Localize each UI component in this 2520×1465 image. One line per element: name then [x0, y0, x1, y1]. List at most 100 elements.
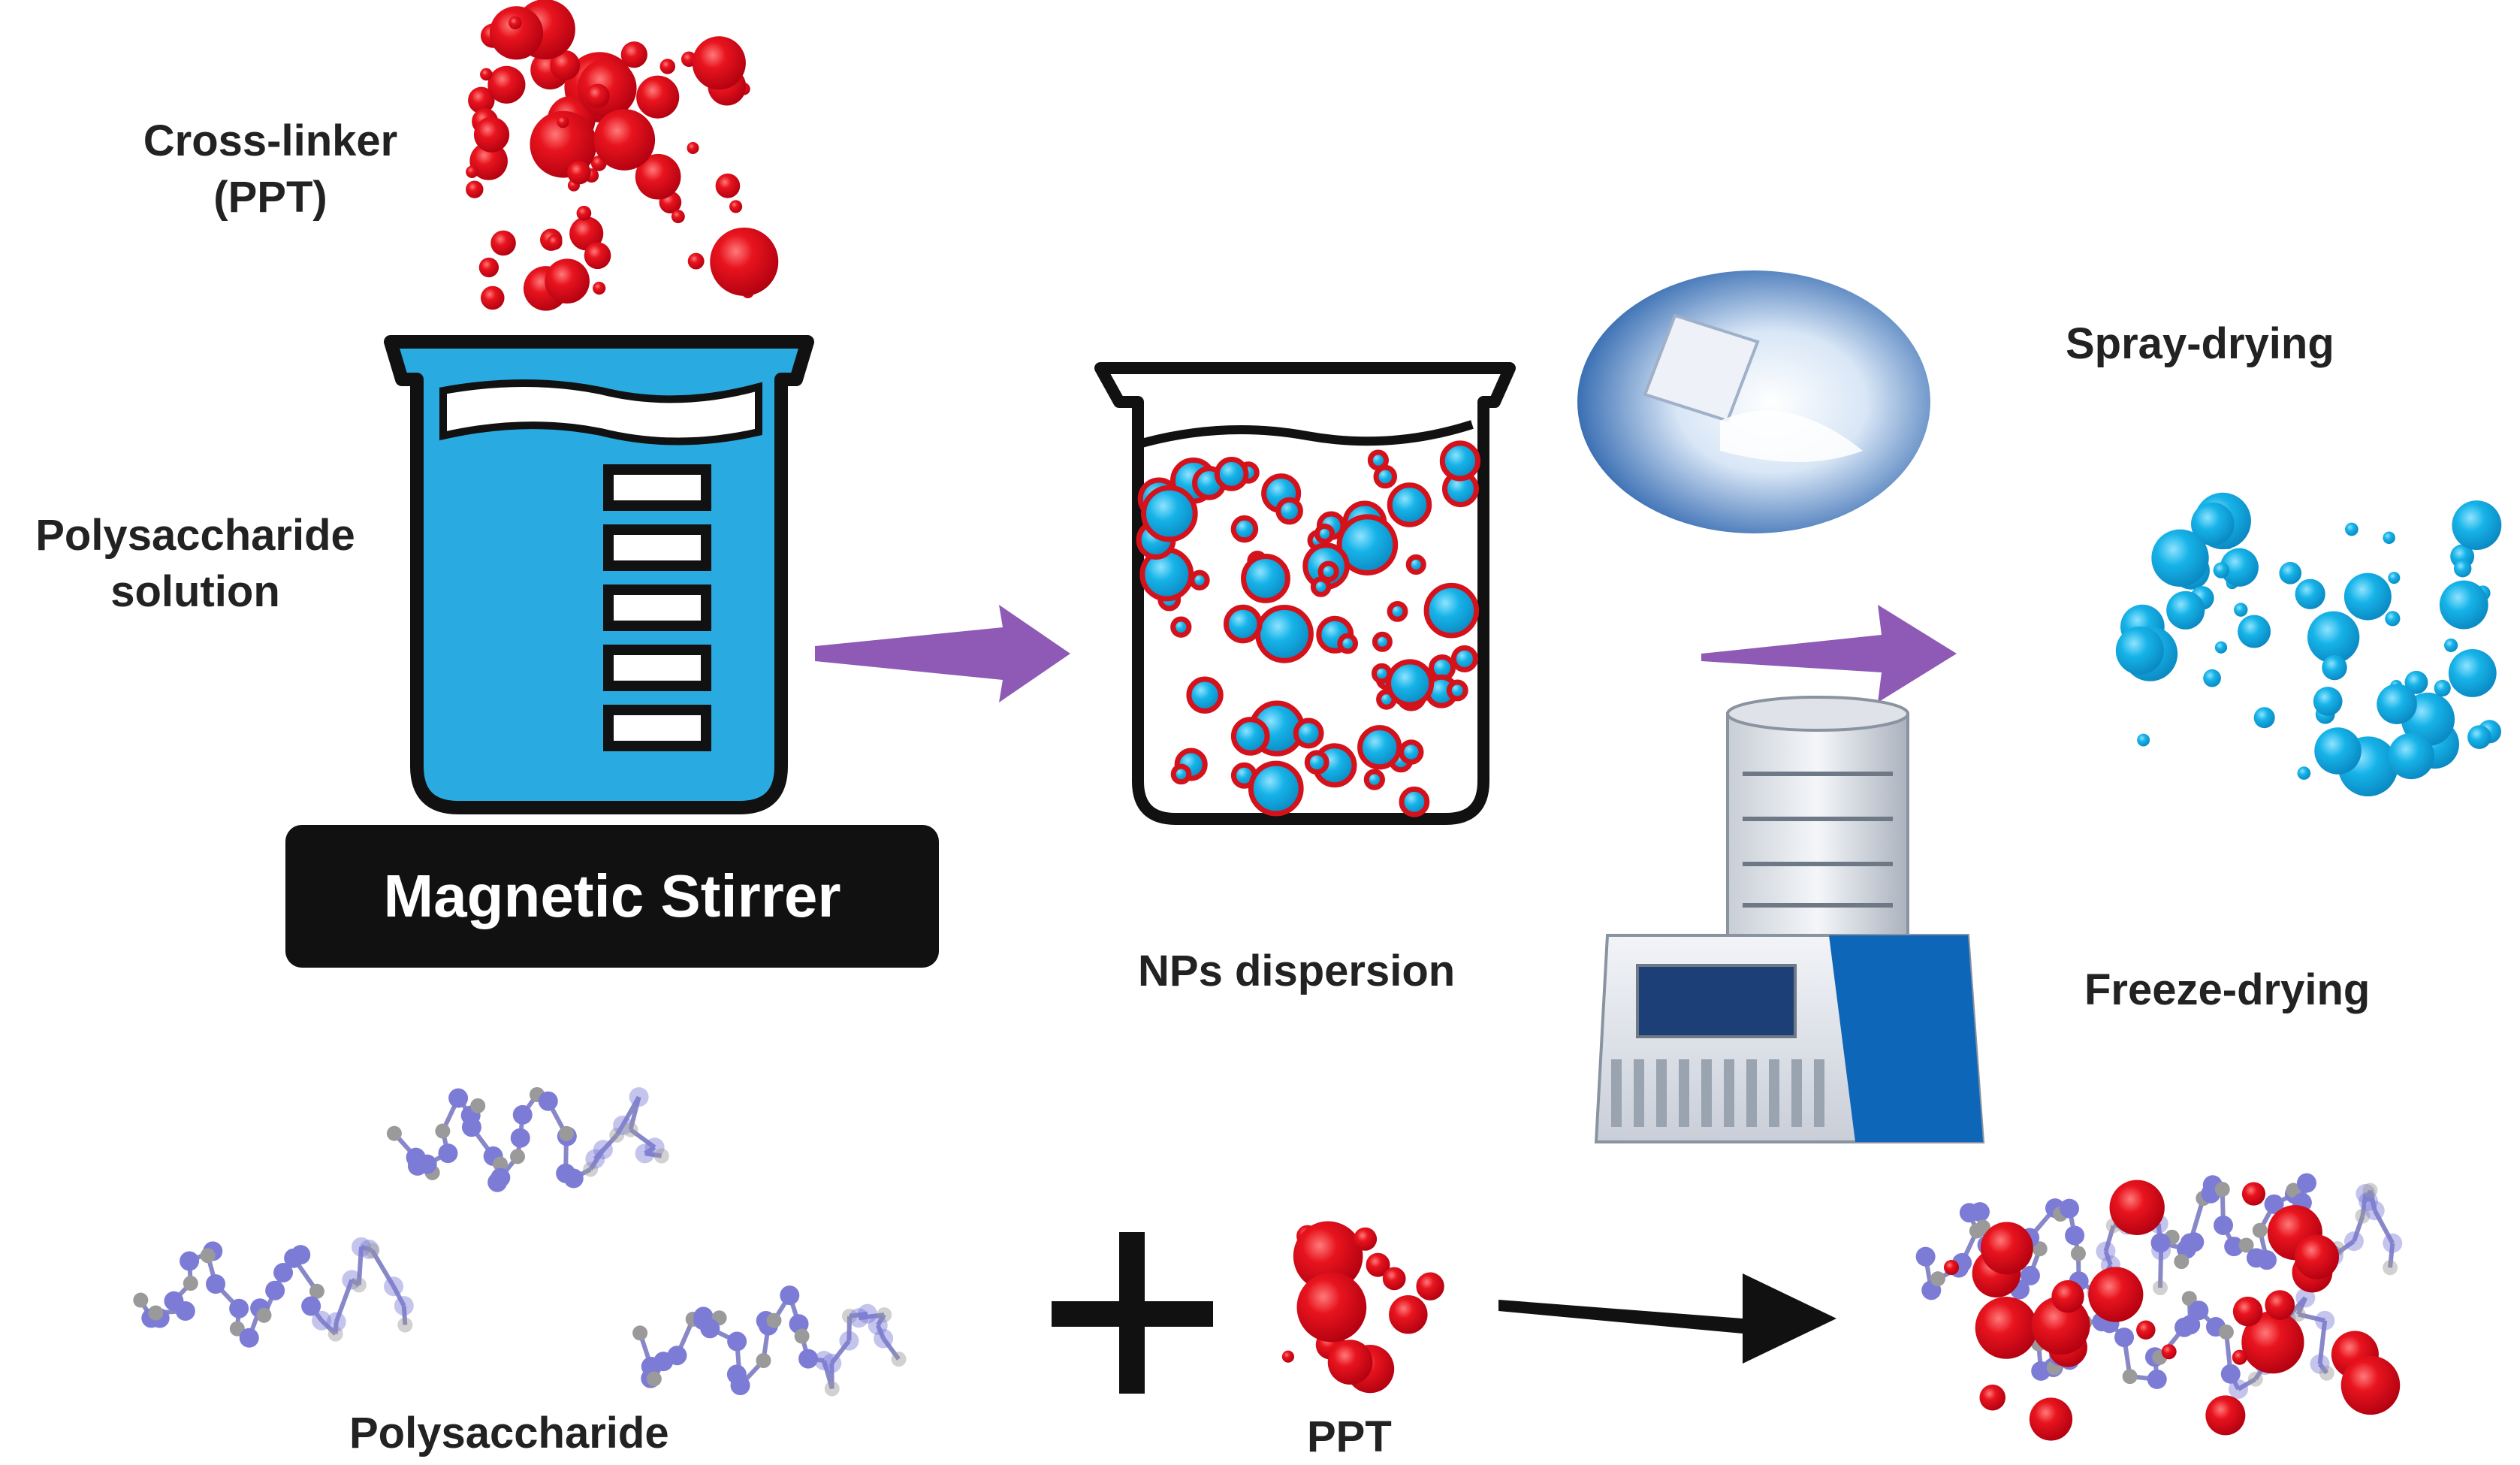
- red-particle: [481, 286, 505, 310]
- nanoparticle: [1173, 619, 1189, 635]
- nanoparticle: [1296, 720, 1321, 746]
- dried-particle: [2203, 669, 2221, 687]
- nanoparticle: [1390, 485, 1429, 524]
- molecule-atom: [2060, 1199, 2079, 1219]
- molecule-atom: [822, 1354, 841, 1373]
- plus-sign: [1052, 1232, 1213, 1394]
- nanoparticle: [1278, 500, 1301, 522]
- red-particle: [547, 234, 562, 249]
- network-particle: [2265, 1290, 2295, 1320]
- red-particle: [557, 116, 569, 128]
- molecule-atom: [2215, 1182, 2230, 1197]
- dried-particle: [2383, 532, 2395, 545]
- nanoparticle: [1375, 634, 1390, 649]
- network-particle: [2110, 1180, 2165, 1235]
- molecule-atom: [2114, 1328, 2134, 1347]
- molecule-atom: [2344, 1231, 2364, 1251]
- red-particle: [693, 36, 746, 89]
- molecule-atom: [780, 1285, 799, 1305]
- dried-particle: [2314, 727, 2362, 775]
- molecule-atom: [327, 1312, 346, 1332]
- molecule-atom: [2319, 1366, 2334, 1381]
- dried-particle: [2151, 530, 2208, 587]
- network-particle: [2242, 1182, 2265, 1205]
- dried-particle: [2166, 591, 2205, 630]
- molecule-atom: [839, 1331, 859, 1351]
- molecule-atom: [418, 1155, 437, 1174]
- arrow-purple-1: [815, 605, 1070, 702]
- crosslinker-label-line2: (PPT): [113, 169, 428, 225]
- red-particle: [545, 258, 590, 304]
- polysaccharide-solution-line2: solution: [8, 563, 383, 620]
- red-particle: [578, 59, 637, 118]
- molecule-atom: [2363, 1183, 2378, 1198]
- molecule-atom: [2096, 1241, 2116, 1261]
- molecule-atom: [513, 1105, 533, 1125]
- red-particle: [474, 117, 509, 153]
- beaker-polysaccharide-solution: [391, 342, 807, 808]
- molecule-atom: [2065, 1225, 2084, 1245]
- molecule-atom: [201, 1248, 216, 1263]
- nanoparticle: [1307, 753, 1326, 772]
- molecule-atom: [585, 1149, 605, 1169]
- network-particle: [1975, 1297, 2038, 1359]
- nanoparticle: [1360, 728, 1399, 767]
- molecule-atom: [623, 1122, 638, 1137]
- molecule-atom: [352, 1277, 367, 1292]
- red-particle: [479, 258, 499, 277]
- nanoparticle: [1173, 766, 1189, 782]
- red-particle: [466, 165, 478, 178]
- molecule-atom: [825, 1381, 840, 1396]
- nanoparticle: [1313, 579, 1329, 595]
- molecule-atom: [265, 1281, 285, 1300]
- molecule-atom: [564, 1169, 584, 1189]
- ppt-particle: [1328, 1340, 1373, 1385]
- molecule-atom: [384, 1276, 403, 1296]
- crosslinker-label-line1: Cross-linker: [113, 113, 428, 169]
- dried-particle: [2344, 573, 2392, 621]
- molecule-atom: [2174, 1254, 2189, 1269]
- beaker-nps-dispersion: [1100, 368, 1510, 819]
- molecule-atom: [256, 1308, 271, 1323]
- molecule-atom: [387, 1126, 402, 1141]
- network-particle: [1944, 1260, 1959, 1275]
- nanoparticle: [1192, 572, 1207, 588]
- red-particle: [593, 109, 655, 171]
- ppt-particles: [1282, 1222, 1444, 1394]
- molecule-atom: [2315, 1311, 2334, 1331]
- dried-particle: [2385, 611, 2400, 626]
- molecule-atom: [635, 1143, 655, 1163]
- dried-particle: [2298, 766, 2311, 780]
- nanoparticle: [1340, 636, 1356, 651]
- molecule-atom: [2153, 1280, 2168, 1295]
- molecule-atom: [2365, 1201, 2385, 1220]
- red-particle: [586, 84, 610, 108]
- nanoparticle: [1442, 443, 1477, 479]
- nanoparticle: [1189, 679, 1221, 711]
- molecule-atom: [892, 1352, 907, 1367]
- molecule-atom: [647, 1371, 662, 1386]
- molecule-atom: [539, 1092, 558, 1111]
- ppt-label: PPT: [1307, 1409, 1392, 1465]
- dried-particle: [2234, 603, 2247, 616]
- dried-particle: [2215, 642, 2227, 654]
- molecule-atom: [2229, 1379, 2248, 1399]
- ppt-particle: [1297, 1273, 1367, 1343]
- dried-particle: [2116, 627, 2164, 675]
- molecule-atom: [632, 1325, 647, 1340]
- ppt-particle: [1354, 1228, 1377, 1251]
- network-particle: [2341, 1356, 2401, 1415]
- molecule-atom: [2123, 1369, 2138, 1384]
- molecule-atom: [394, 1296, 414, 1315]
- molecule-atom: [2180, 1234, 2200, 1253]
- arrow-purple-2: [1701, 605, 1957, 702]
- molecule-atom: [559, 1126, 574, 1141]
- dried-particle: [2452, 500, 2501, 550]
- red-particle: [671, 210, 685, 223]
- molecule-atom: [767, 1313, 782, 1328]
- molecule-atom: [470, 1098, 485, 1113]
- red-particle: [567, 161, 590, 184]
- spray-drying-image: [1577, 270, 1930, 533]
- nanoparticle: [1453, 648, 1475, 669]
